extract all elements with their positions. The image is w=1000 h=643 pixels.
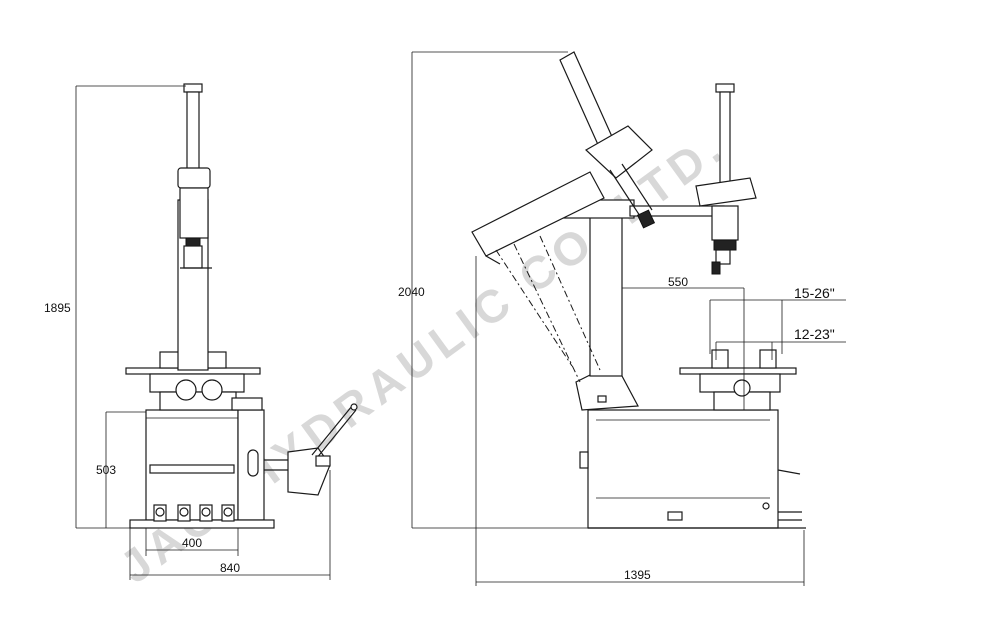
bead-breaker — [264, 403, 358, 496]
side-head — [695, 83, 757, 275]
front-view — [125, 83, 358, 529]
dim-side-total-length: 1395 — [624, 568, 651, 582]
side-dimensions: 2040 550 15-26" 12-23" 1395 — [398, 51, 846, 586]
dim-front-base-height: 503 — [96, 463, 116, 477]
side-view — [471, 51, 806, 529]
side-turntable — [679, 349, 797, 411]
dim-front-base-width: 400 — [182, 536, 202, 550]
front-head — [177, 83, 212, 269]
pedals — [153, 504, 235, 522]
dim-front-height: 1895 — [44, 301, 71, 315]
tilted-head — [471, 51, 656, 265]
side-cabinet — [587, 409, 779, 529]
dim-side-rim-inner: 12-23" — [794, 326, 835, 342]
front-turntable — [125, 351, 263, 411]
dim-front-total-width: 840 — [220, 561, 240, 575]
dim-side-arm-reach: 550 — [668, 275, 688, 289]
dim-side-height: 2040 — [398, 285, 425, 299]
dim-side-rim-outer: 15-26" — [794, 285, 835, 301]
front-dimensions: 1895 503 400 840 — [44, 85, 331, 580]
side-column — [589, 209, 623, 377]
